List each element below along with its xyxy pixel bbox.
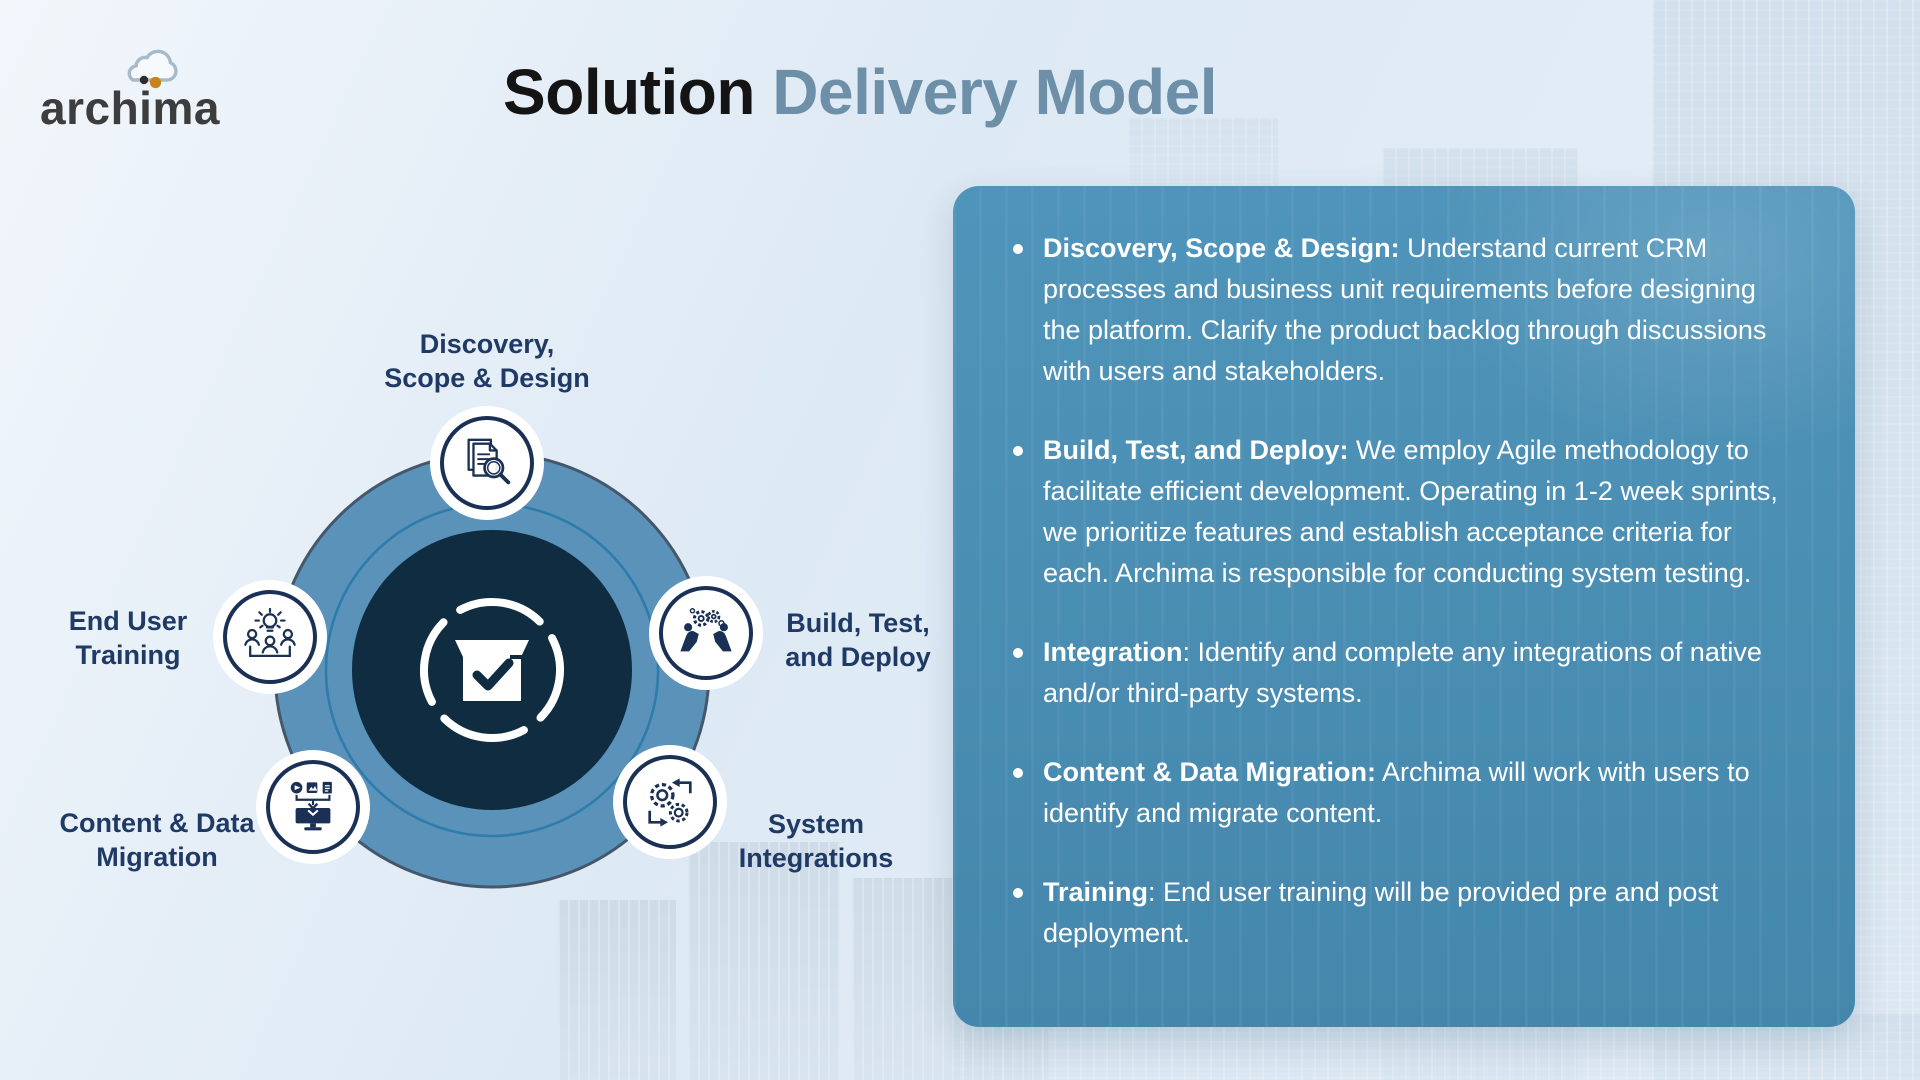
people-lightbulb-icon — [244, 608, 296, 657]
media-to-monitor-icon — [290, 781, 332, 831]
background-building — [1128, 118, 1278, 188]
gears-sync-arrows-icon — [648, 778, 692, 827]
bullet-body: Understand current CRM processes and bus… — [1043, 233, 1767, 386]
background-building — [852, 878, 960, 1080]
label-system-line2: Integrations — [738, 843, 894, 873]
bullet-body: Archima will work with users to identify… — [1043, 757, 1750, 828]
node-content-circle — [266, 760, 360, 854]
node-discovery-circle — [440, 416, 534, 510]
archima-logo: archima — [40, 44, 240, 140]
documents-magnifier-icon — [467, 438, 511, 485]
package-check-icon — [420, 598, 564, 742]
bullet-body: We employ Agile methodology to facilitat… — [1043, 435, 1778, 588]
bullet-item: Discovery, Scope & Design: Understand cu… — [1011, 228, 1789, 392]
bullet-body: : End user training will be provided pre… — [1043, 877, 1719, 948]
node-system — [613, 745, 727, 859]
label-discovery-line2: Scope & Design — [384, 363, 590, 393]
node-system-circle — [623, 755, 717, 849]
description-panel: Discovery, Scope & Design: Understand cu… — [953, 186, 1855, 1027]
node-training — [213, 580, 327, 694]
label-content-line2: Migration — [96, 842, 218, 872]
bullet-list: Discovery, Scope & Design: Understand cu… — [1011, 228, 1789, 954]
node-build — [649, 576, 763, 690]
label-content-line1: Content & Data — [59, 808, 255, 838]
cloud-icon — [127, 49, 178, 89]
label-build-line2: and Deploy — [785, 642, 931, 672]
bullet-item: Training: End user training will be prov… — [1011, 872, 1789, 954]
title-part-black: Solution — [503, 56, 755, 128]
label-content: Content & Data Migration — [60, 806, 255, 874]
bullet-lead: Training — [1043, 877, 1149, 907]
label-training-line1: End User — [68, 606, 188, 636]
label-discovery-line1: Discovery, — [419, 329, 555, 359]
bullet-lead: Discovery, Scope & Design: — [1043, 233, 1400, 263]
node-content — [256, 750, 370, 864]
people-pushing-gears-icon — [680, 608, 732, 652]
logo-wordmark: archima — [40, 82, 220, 134]
label-build-line1: Build, Test, — [786, 608, 930, 638]
bullet-body: : Identify and complete any integrations… — [1043, 637, 1762, 708]
title-part-blue: Delivery Model — [754, 56, 1217, 128]
node-training-circle — [223, 590, 317, 684]
bullet-item: Build, Test, and Deploy: We employ Agile… — [1011, 430, 1789, 594]
label-training: End User Training — [69, 604, 188, 672]
label-build: Build, Test, and Deploy — [785, 606, 931, 674]
background-building — [558, 900, 676, 1080]
label-discovery: Discovery, Scope & Design — [384, 327, 590, 395]
bullet-lead: Build, Test, and Deploy: — [1043, 435, 1349, 465]
label-system-line1: System — [767, 809, 865, 839]
bullet-lead: Content & Data Migration: — [1043, 757, 1376, 787]
bullet-lead: Integration — [1043, 637, 1183, 667]
label-training-line2: Training — [75, 640, 181, 670]
node-build-circle — [659, 586, 753, 680]
label-system: System Integrations — [739, 807, 894, 875]
node-discovery — [430, 406, 544, 520]
page-title: Solution Delivery Model — [300, 56, 1420, 128]
bullet-item: Content & Data Migration: Archima will w… — [1011, 752, 1789, 834]
bullet-item: Integration: Identify and complete any i… — [1011, 632, 1789, 714]
